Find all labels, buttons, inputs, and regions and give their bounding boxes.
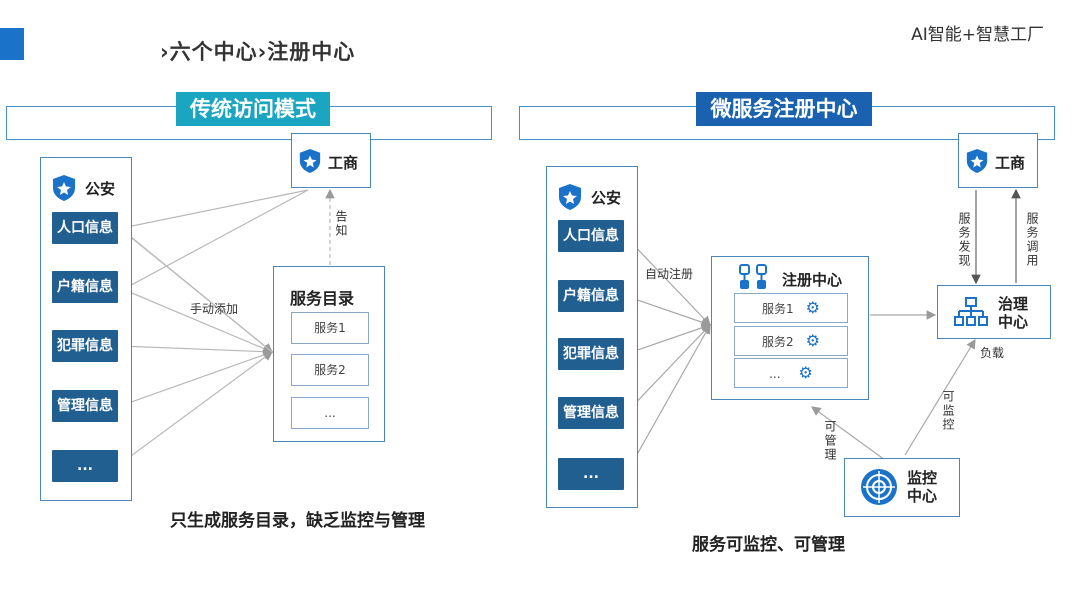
right-item-more[interactable]: ... [558, 458, 624, 490]
registry-service-more-label: ... [769, 367, 781, 381]
registry-service-2[interactable]: 服务2 ⚙ [734, 326, 848, 356]
registry-service-1[interactable]: 服务1 ⚙ [734, 293, 848, 323]
gear-icon: ⚙ [798, 363, 813, 382]
governance-title: 治理中心 [998, 295, 1029, 331]
police-badge-icon [51, 174, 77, 206]
catalog-title: 服务目录 [290, 289, 355, 308]
notify-label: 告知 [334, 210, 348, 238]
registry-title: 注册中心 [782, 271, 843, 289]
monitor-box: 监控中心 [844, 458, 960, 517]
gear-icon: ⚙ [805, 331, 820, 350]
right-item-crime[interactable]: 犯罪信息 [558, 338, 624, 370]
service-invoke-label: 服务调用 [1025, 212, 1039, 268]
left-item-management[interactable]: 管理信息 [52, 390, 118, 422]
police-label: 公安 [85, 180, 116, 198]
left-item-household[interactable]: 户籍信息 [52, 271, 118, 303]
right-item-management[interactable]: 管理信息 [558, 397, 624, 429]
auto-register-label: 自动注册 [645, 267, 694, 281]
left-item-more[interactable]: ... [52, 450, 118, 482]
commerce-label: 工商 [328, 154, 359, 172]
left-item-population[interactable]: 人口信息 [52, 212, 118, 244]
left-band-label: 传统访问模式 [176, 92, 330, 126]
right-band-label: 微服务注册中心 [696, 92, 872, 126]
gear-icon: ⚙ [805, 298, 820, 317]
left-caption: 只生成服务目录，缺乏监控与管理 [170, 511, 425, 531]
right-item-population[interactable]: 人口信息 [558, 220, 624, 252]
manageable-label: 可管理 [823, 420, 837, 462]
right-police-panel: 公安 [546, 166, 638, 508]
commerce-badge-icon [965, 148, 989, 178]
target-radar-icon [859, 467, 899, 511]
registry-service-more[interactable]: ... ⚙ [734, 358, 848, 388]
org-chart-icon [954, 296, 988, 332]
right-item-household[interactable]: 户籍信息 [558, 280, 624, 312]
registry-network-icon [738, 263, 768, 295]
catalog-service-1[interactable]: 服务1 [291, 312, 369, 344]
brand-text: AI智能+智慧工厂 [911, 25, 1044, 45]
commerce-label: 工商 [995, 154, 1026, 172]
police-label: 公安 [591, 189, 622, 207]
catalog-service-2[interactable]: 服务2 [291, 354, 369, 386]
commerce-badge-icon [298, 148, 322, 178]
left-commerce-box: 工商 [291, 133, 371, 188]
corner-accent [0, 28, 24, 60]
right-caption: 服务可监控、可管理 [692, 535, 845, 555]
manual-add-label: 手动添加 [190, 302, 239, 316]
load-label: 负载 [980, 346, 1005, 360]
governance-box: 治理中心 [937, 285, 1051, 339]
service-discover-label: 服务发现 [957, 212, 971, 268]
right-commerce-box: 工商 [958, 133, 1038, 188]
registry-service-2-label: 服务2 [762, 335, 794, 349]
page-title: ›六个中心›注册中心 [160, 40, 356, 64]
left-item-crime[interactable]: 犯罪信息 [52, 330, 118, 362]
monitorable-label: 可监控 [941, 390, 955, 432]
registry-service-1-label: 服务1 [762, 302, 794, 316]
monitor-title: 监控中心 [907, 469, 938, 505]
catalog-service-more[interactable]: ... [291, 397, 369, 429]
police-badge-icon [557, 183, 583, 215]
